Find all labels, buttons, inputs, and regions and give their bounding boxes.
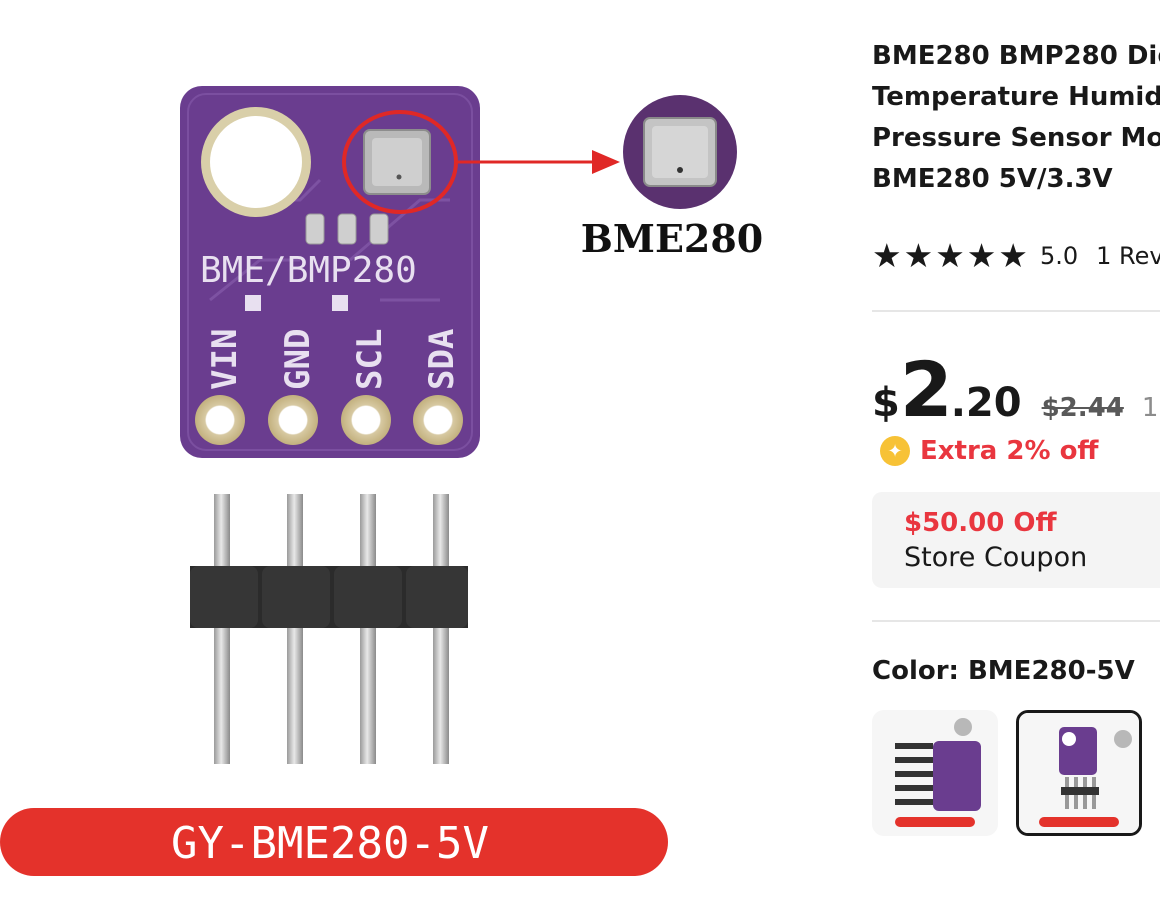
divider xyxy=(872,310,1160,312)
board-silkscreen-label: BME/BMP280 xyxy=(200,250,417,291)
price-row: $ 2 .20 $2.44 10% off xyxy=(872,345,1160,434)
pin-hole xyxy=(341,395,391,445)
price-integer: 2 xyxy=(899,345,953,434)
store-coupon[interactable]: $50.00 Off Store Coupon xyxy=(872,492,1160,588)
reviews-link[interactable]: 1 Reviews xyxy=(1096,242,1160,270)
rating-stars: ★ ★ ★ ★ ★ xyxy=(872,238,1028,274)
pin-header xyxy=(190,494,468,764)
star-icon: ★ xyxy=(872,236,902,275)
star-icon: ★ xyxy=(935,236,965,275)
price-currency: $ xyxy=(872,380,900,426)
original-price: $2.44 xyxy=(1041,393,1124,423)
product-image-graphic: BME/BMP280 VIN GND SCL SDA BME280 xyxy=(0,86,763,876)
coin-icon: ✦ xyxy=(880,436,910,466)
model-banner xyxy=(0,808,668,876)
color-option-thumbnail xyxy=(875,713,995,833)
extra-discount-text: Extra 2% off xyxy=(920,436,1099,466)
coupon-amount: $50.00 Off xyxy=(904,508,1057,538)
callout-label: BME280 xyxy=(581,216,763,261)
color-option-thumbnail xyxy=(1019,713,1139,833)
product-title: BME280 BMP280 Digital Temperature Humidi… xyxy=(872,41,1160,194)
rating-score: 5.0 xyxy=(1039,242,1079,270)
star-icon: ★ xyxy=(903,236,934,275)
rating-row[interactable]: ★ ★ ★ ★ ★ 5.0 1 Reviews xyxy=(872,238,1160,274)
product-info-panel: BME280 BMP280 Digital Temperature Humidi… xyxy=(872,0,1160,902)
color-swatches xyxy=(872,710,1142,836)
pin-label-gnd: GND xyxy=(278,329,318,390)
color-option-3v3[interactable] xyxy=(872,710,998,836)
pin-label-scl: SCL xyxy=(350,329,390,390)
product-main-image[interactable]: BME/BMP280 VIN GND SCL SDA BME280 xyxy=(0,0,800,902)
star-icon: ★ xyxy=(998,236,1028,275)
pin-hole xyxy=(413,395,463,445)
color-option-5v[interactable] xyxy=(1016,710,1142,836)
pin-hole xyxy=(268,395,318,445)
price-decimal: .20 xyxy=(950,380,1022,426)
pin-hole xyxy=(195,395,245,445)
extra-discount: ✦ Extra 2% off xyxy=(880,436,1099,466)
coupon-label: Store Coupon xyxy=(904,542,1088,573)
discount-percent: 10% off xyxy=(1141,393,1160,423)
star-icon: ★ xyxy=(966,236,997,275)
pin-label-sda: SDA xyxy=(422,329,462,390)
divider xyxy=(872,620,1160,622)
model-banner-text: GY-BME280-5V xyxy=(171,818,489,869)
pin-label-vin: VIN xyxy=(205,329,245,390)
color-label: Color: BME280-5V xyxy=(872,656,1135,686)
